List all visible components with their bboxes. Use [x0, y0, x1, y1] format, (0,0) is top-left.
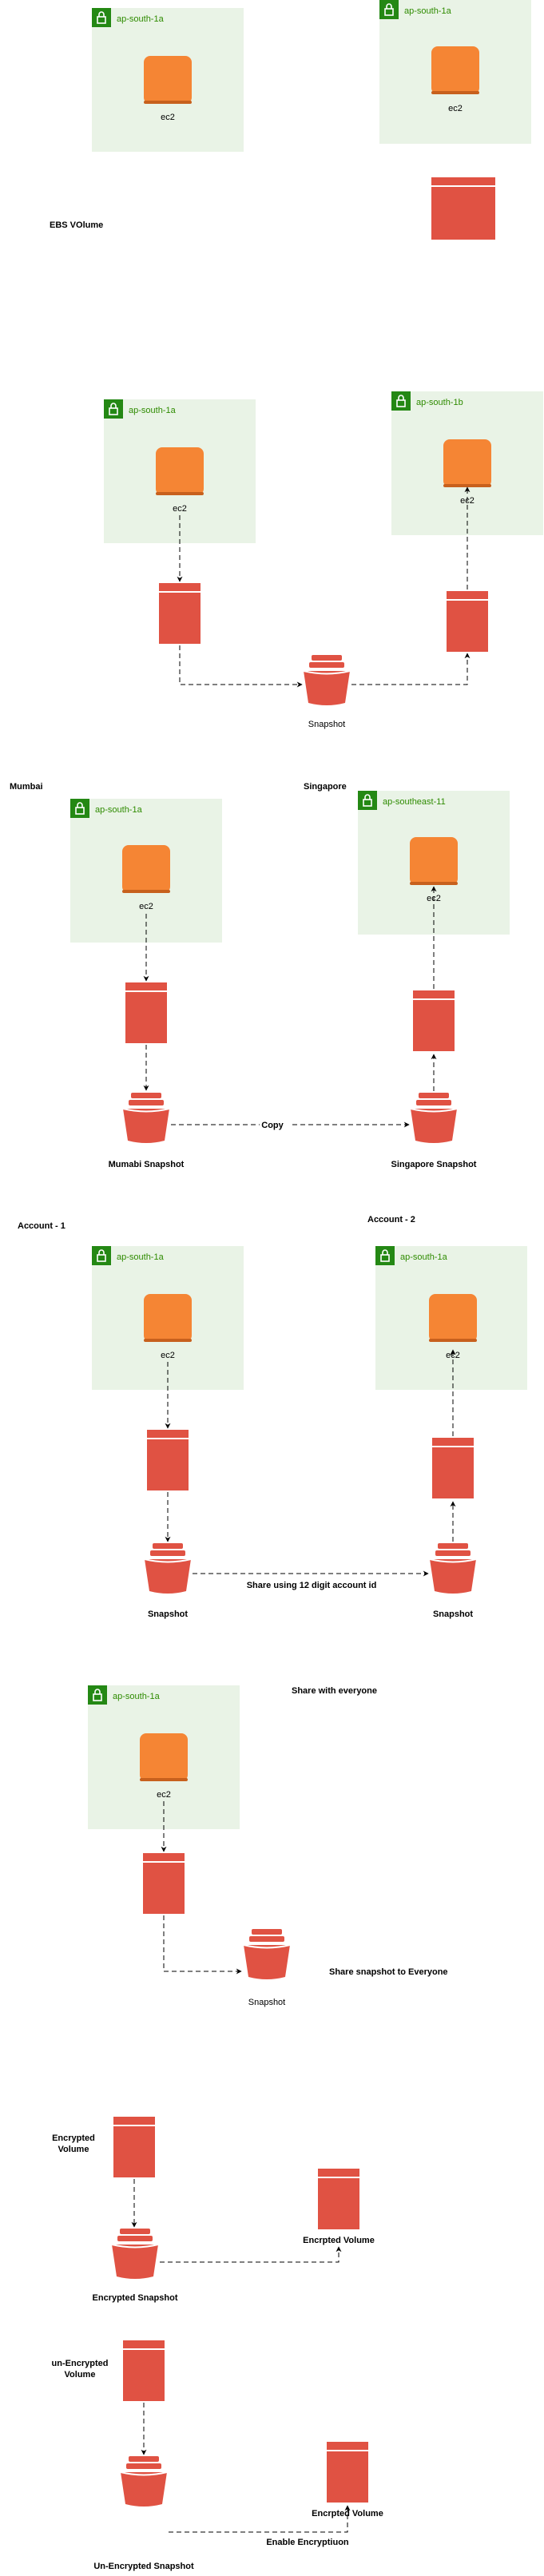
ec2-instance-icon — [429, 1294, 477, 1342]
az-box-left: ap-south-1a ec2 — [103, 399, 256, 543]
ec2-instance-icon — [140, 1733, 188, 1781]
lock-icon — [91, 7, 112, 28]
az-label: ap-southeast-11 — [383, 797, 446, 807]
encrypted-volume-target-label: Encrpted Volume — [303, 2236, 375, 2245]
ec2-label: ec2 — [157, 1790, 171, 1800]
ebs-volume-icon — [318, 2169, 359, 2229]
az-box-mumbai: ap-south-1a ec2 — [69, 798, 222, 943]
region-label-singapore: Singapore — [304, 782, 347, 792]
account-2-label: Account - 2 — [367, 1215, 415, 1224]
arrow-snapshot-to-volume — [160, 2246, 342, 2263]
snapshot-bucket-icon — [120, 2455, 168, 2507]
ec2-instance-icon — [431, 46, 479, 94]
unencrypted-volume-label: un-Encrypted — [52, 2359, 109, 2368]
az-box-account-1: ap-south-1a ec2 — [91, 1245, 244, 1390]
az-label: ap-south-1a — [129, 406, 177, 415]
lock-icon — [379, 0, 399, 20]
ebs-volume-icon — [147, 1430, 189, 1490]
az-box-public: ap-south-1a ec2 — [87, 1685, 240, 1829]
ebs-volume-icon — [431, 177, 495, 240]
snapshot-bucket-icon — [122, 1092, 170, 1144]
az-box-1: ap-south-1a ec2 — [91, 7, 244, 152]
snapshot-label: Snapshot — [433, 1610, 473, 1619]
snapshot-bucket-icon — [410, 1092, 458, 1144]
ec2-instance-icon — [443, 439, 491, 487]
section-share-everyone: Share with everyone ap-south-1a ec2 Snap… — [87, 1685, 448, 2007]
ec2-instance-icon — [410, 837, 458, 885]
section-unencrypted: un-Encrypted Volume Un-Encrypted Snapsho… — [52, 2340, 383, 2571]
az-label: ap-south-1a — [400, 1252, 448, 1262]
encrypted-volume-label-line2: Volume — [58, 2145, 89, 2154]
lock-icon — [87, 1685, 108, 1705]
share-everyone-title: Share with everyone — [292, 1686, 377, 1696]
snapshot-bucket-icon — [144, 1542, 192, 1594]
az-label: ap-south-1a — [117, 1252, 165, 1262]
az-box-right: ap-south-1b ec2 — [391, 391, 543, 535]
section-snapshot-across-az: ap-south-1a ec2 ap-south-1b ec2 Snapshot — [103, 391, 543, 729]
snapshot-label: Snapshot — [248, 1998, 285, 2007]
az-label: ap-south-1b — [416, 398, 463, 407]
unencrypted-volume-label-line2: Volume — [65, 2370, 96, 2380]
lock-icon — [103, 399, 124, 419]
ebs-volume-icon — [432, 1438, 474, 1498]
section-ebs-volume: ap-south-1a ec2 ap-south-1a ec2 EBS VOlu… — [50, 0, 531, 240]
ec2-label: ec2 — [161, 113, 175, 122]
snapshot-label: Snapshot — [148, 1610, 188, 1619]
section-share-accounts: Account - 1 Account - 2 ap-south-1a ec2 … — [18, 1215, 527, 1619]
ebs-volume-icon — [327, 2442, 368, 2503]
ec2-label: ec2 — [448, 104, 463, 113]
az-box-2: ap-south-1a ec2 — [379, 0, 531, 144]
encrypted-snapshot-label: Encrypted Snapshot — [93, 2293, 178, 2303]
share-snapshot-everyone-label: Share snapshot to Everyone — [329, 1967, 448, 1977]
ec2-label: ec2 — [161, 1351, 175, 1360]
ebs-volume-icon — [159, 583, 201, 644]
arrow-snapshot-to-volume — [351, 653, 471, 685]
ec2-instance-icon — [144, 1294, 192, 1342]
snapshot-bucket-icon — [111, 2228, 159, 2280]
ebs-volume-icon — [143, 1853, 185, 1914]
snapshot-bucket-icon — [303, 654, 351, 706]
encrypted-volume-label: Encrypted — [52, 2133, 95, 2143]
arrow-volume-to-snapshot — [163, 1915, 242, 1975]
ec2-instance-icon — [122, 845, 170, 893]
account-1-label: Account - 1 — [18, 1221, 66, 1231]
lock-icon — [357, 790, 378, 811]
ebs-volume-icon — [447, 591, 488, 652]
copy-label: Copy — [261, 1121, 284, 1130]
az-box-account-2: ap-south-1a ec2 — [375, 1245, 527, 1390]
section-encrypted: Encrypted Volume Encrypted Snapshot Encr… — [52, 2117, 375, 2303]
enable-encryption-label: Enable Encryptiuon — [266, 2538, 349, 2547]
lock-icon — [91, 1245, 112, 1266]
lock-icon — [391, 391, 411, 411]
ebs-volume-icon — [413, 990, 455, 1051]
az-label: ap-south-1a — [117, 14, 165, 24]
ec2-instance-icon — [144, 56, 192, 104]
share-12digit-label: Share using 12 digit account id — [247, 1581, 377, 1590]
ec2-label: ec2 — [173, 504, 187, 514]
ebs-volume-title: EBS VOlume — [50, 220, 103, 230]
ec2-instance-icon — [156, 447, 204, 495]
encrypted-volume-target-label: Encrpted Volume — [312, 2509, 383, 2518]
arrow-snapshot-to-volume — [169, 2505, 351, 2533]
snapshot-label: Snapshot — [308, 720, 345, 729]
singapore-snapshot-label: Singapore Snapshot — [391, 1160, 477, 1169]
snapshot-bucket-icon — [243, 1928, 291, 1980]
lock-icon — [69, 798, 90, 819]
ebs-volume-icon — [125, 982, 167, 1043]
region-label-mumbai: Mumbai — [10, 782, 43, 792]
lock-icon — [375, 1245, 395, 1266]
arrow-volume-to-snapshot — [179, 645, 303, 688]
snapshot-bucket-icon — [429, 1542, 477, 1594]
ebs-volume-icon — [123, 2340, 165, 2401]
ec2-label: ec2 — [139, 902, 153, 911]
mumbai-snapshot-label: Mumabi Snapshot — [109, 1160, 185, 1169]
az-label: ap-south-1a — [404, 6, 452, 16]
az-label: ap-south-1a — [113, 1692, 161, 1701]
az-label: ap-south-1a — [95, 805, 143, 815]
unencrypted-snapshot-label: Un-Encrypted Snapshot — [93, 2562, 194, 2571]
section-copy-across-region: Mumbai Singapore ap-south-1a ec2 ap-sout… — [10, 782, 510, 1169]
ebs-volume-icon — [113, 2117, 155, 2177]
